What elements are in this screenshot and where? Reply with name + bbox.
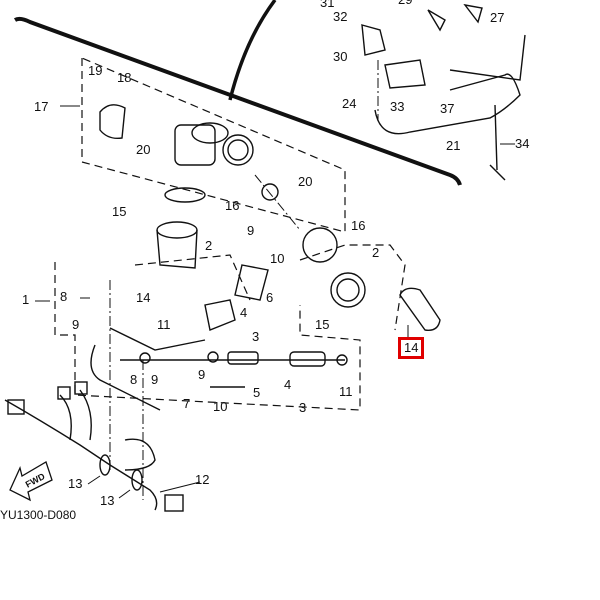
callout-15[interactable]: 15 — [315, 317, 330, 332]
callout-4[interactable]: 4 — [240, 305, 248, 320]
callout-6[interactable]: 6 — [266, 290, 274, 305]
callout-37[interactable]: 37 — [440, 101, 455, 116]
callout-16[interactable]: 16 — [225, 198, 240, 213]
callout-31[interactable]: 31 — [320, 0, 335, 10]
callout-30[interactable]: 30 — [333, 49, 348, 64]
callout-10[interactable]: 10 — [270, 251, 285, 266]
fwd-arrow-icon: FWD — [8, 460, 53, 510]
callout-8[interactable]: 8 — [60, 289, 68, 304]
callout-2[interactable]: 2 — [372, 245, 380, 260]
callout-14-highlighted[interactable]: 14 — [397, 337, 425, 359]
callout-1[interactable]: 1 — [22, 292, 30, 307]
drawing-code: YU1300-D080 — [0, 508, 77, 522]
callout-3[interactable]: 3 — [299, 400, 307, 415]
callout-27[interactable]: 27 — [490, 10, 505, 25]
callout-21[interactable]: 21 — [446, 138, 461, 153]
callout-16[interactable]: 16 — [351, 218, 366, 233]
callout-13[interactable]: 13 — [100, 493, 115, 508]
callout-11[interactable]: 11 — [157, 317, 171, 332]
callout-18[interactable]: 18 — [117, 70, 132, 85]
callout-24[interactable]: 24 — [342, 96, 357, 111]
callout-10[interactable]: 10 — [213, 399, 228, 414]
callout-19[interactable]: 19 — [88, 63, 103, 78]
callout-33[interactable]: 33 — [390, 99, 405, 114]
fwd-label: FWD — [24, 471, 47, 490]
callout-32[interactable]: 32 — [333, 9, 348, 24]
callout-5[interactable]: 5 — [253, 385, 261, 400]
callout-3[interactable]: 3 — [252, 329, 260, 344]
callout-12[interactable]: 12 — [195, 472, 210, 487]
callout-2[interactable]: 2 — [205, 238, 213, 253]
callout-15[interactable]: 15 — [112, 204, 127, 219]
callout-13[interactable]: 13 — [68, 476, 83, 491]
callout-34[interactable]: 34 — [515, 136, 530, 151]
callout-29[interactable]: 29 — [398, 0, 412, 7]
callout-9[interactable]: 9 — [72, 317, 80, 332]
callout-20[interactable]: 20 — [136, 142, 151, 157]
callout-8[interactable]: 8 — [130, 372, 138, 387]
callout-20[interactable]: 20 — [298, 174, 313, 189]
callout-9[interactable]: 9 — [198, 367, 206, 382]
callout-11[interactable]: 11 — [339, 384, 353, 399]
callout-17[interactable]: 17 — [34, 99, 49, 114]
callout-14[interactable]: 14 — [136, 290, 151, 305]
callout-4[interactable]: 4 — [284, 377, 292, 392]
callout-7[interactable]: 7 — [183, 396, 191, 411]
callout-9[interactable]: 9 — [247, 223, 255, 238]
callout-9[interactable]: 9 — [151, 372, 159, 387]
